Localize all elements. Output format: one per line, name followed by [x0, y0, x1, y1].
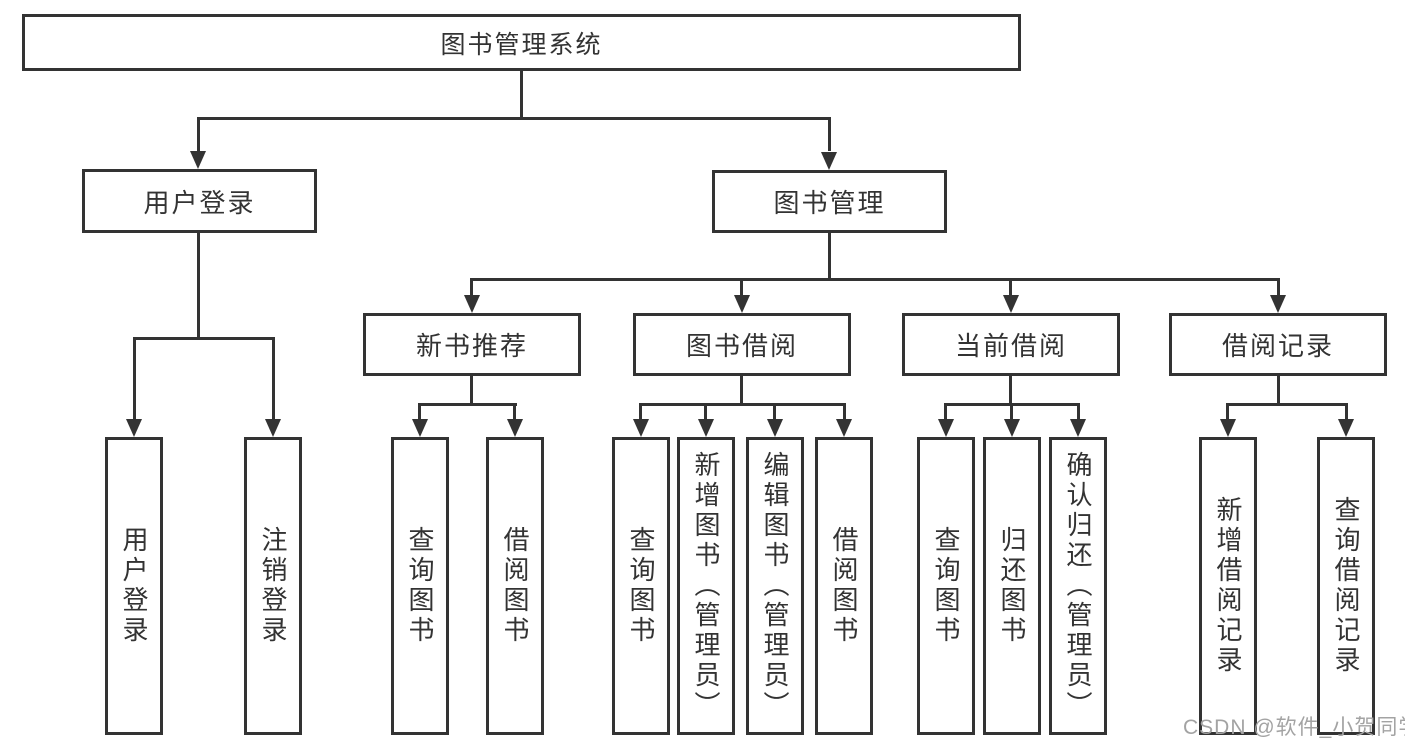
- leaf-edit-book-admin: 编辑图书（管理员）: [746, 437, 804, 735]
- connector-line: [470, 278, 1280, 281]
- connector-line: [470, 376, 473, 403]
- arrow-down-icon: [767, 419, 783, 437]
- leaf-logout: 注销登录: [244, 437, 302, 735]
- arrow-down-icon: [1003, 295, 1019, 313]
- connector-line: [197, 117, 831, 120]
- node-book-borrowing: 图书借阅: [633, 313, 851, 376]
- connector-line: [1226, 403, 1229, 419]
- arrow-down-icon: [507, 419, 523, 437]
- arrow-down-icon: [190, 151, 206, 169]
- connector-line: [1345, 403, 1348, 419]
- leaf-query-books-recommend: 查询图书: [391, 437, 449, 735]
- leaf-borrow-books: 借阅图书: [815, 437, 873, 735]
- leaf-query-books-borrowing: 查询图书: [612, 437, 670, 735]
- connector-line: [133, 337, 274, 340]
- node-user-login: 用户登录: [82, 169, 317, 233]
- connector-line: [944, 403, 947, 419]
- node-current-borrowing: 当前借阅: [902, 313, 1120, 376]
- connector-line: [740, 376, 743, 403]
- connector-line: [740, 278, 743, 295]
- connector-line: [843, 403, 846, 419]
- arrow-down-icon: [821, 152, 837, 170]
- connector-line: [520, 70, 523, 117]
- leaf-return-book: 归还图书: [983, 437, 1041, 735]
- arrow-down-icon: [1220, 419, 1236, 437]
- connector-line: [418, 403, 517, 406]
- connector-line: [418, 403, 421, 419]
- connector-line: [1009, 278, 1012, 295]
- connector-line: [470, 278, 473, 295]
- node-borrow-records: 借阅记录: [1169, 313, 1387, 376]
- connector-line: [1277, 376, 1280, 403]
- connector-line: [639, 403, 642, 419]
- node-new-book-recommend: 新书推荐: [363, 313, 581, 376]
- connector-line: [1077, 403, 1080, 419]
- arrow-down-icon: [1270, 295, 1286, 313]
- connector-line: [639, 403, 846, 406]
- connector-line: [272, 337, 275, 419]
- arrow-down-icon: [734, 295, 750, 313]
- connector-line: [1009, 376, 1012, 403]
- connector-line: [773, 403, 776, 419]
- leaf-query-borrow-record: 查询借阅记录: [1317, 437, 1375, 735]
- arrow-down-icon: [412, 419, 428, 437]
- arrow-down-icon: [698, 419, 714, 437]
- connector-line: [828, 233, 831, 278]
- leaf-confirm-return-admin: 确认归还（管理员）: [1049, 437, 1107, 735]
- arrow-down-icon: [1338, 419, 1354, 437]
- arrow-down-icon: [836, 419, 852, 437]
- connector-line: [197, 233, 200, 337]
- node-library-system: 图书管理系统: [22, 14, 1021, 71]
- leaf-add-borrow-record: 新增借阅记录: [1199, 437, 1257, 735]
- connector-line: [513, 403, 516, 419]
- arrow-down-icon: [938, 419, 954, 437]
- csdn-watermark: CSDN @软件_小贺同学: [1183, 716, 1405, 739]
- arrow-down-icon: [1004, 419, 1020, 437]
- node-book-management: 图书管理: [712, 170, 947, 233]
- connector-line: [197, 117, 200, 151]
- arrow-down-icon: [633, 419, 649, 437]
- connector-line: [1277, 278, 1280, 295]
- leaf-query-books-current: 查询图书: [917, 437, 975, 735]
- arrow-down-icon: [464, 295, 480, 313]
- connector-line: [1010, 403, 1013, 419]
- connector-line: [1226, 403, 1348, 406]
- connector-line: [704, 403, 707, 419]
- connector-line: [133, 337, 136, 419]
- leaf-borrow-books-recommend: 借阅图书: [486, 437, 544, 735]
- connector-line: [828, 117, 831, 151]
- arrow-down-icon: [265, 419, 281, 437]
- leaf-user-login: 用户登录: [105, 437, 163, 735]
- arrow-down-icon: [126, 419, 142, 437]
- arrow-down-icon: [1070, 419, 1086, 437]
- leaf-add-book-admin: 新增图书（管理员）: [677, 437, 735, 735]
